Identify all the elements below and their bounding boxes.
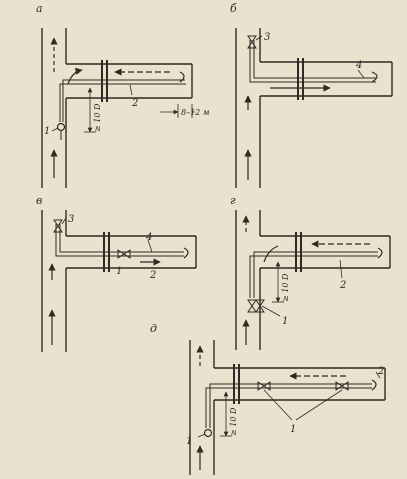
panel-a: [41, 28, 195, 188]
label-tube-2: 2: [339, 280, 346, 291]
label-tube-4: 4: [145, 232, 152, 243]
dimension-vertical: ≥ 10 D: [93, 103, 102, 132]
label-valve-1: 1: [44, 126, 50, 137]
label-tube-4: 4: [355, 60, 362, 71]
label-valves-1: 1: [282, 316, 288, 327]
label-tube-2: 2: [131, 98, 138, 109]
panel-d: [189, 340, 386, 475]
label-tube-2: 2: [377, 366, 384, 377]
label-valve-3: 3: [264, 32, 270, 43]
valve-icon: [56, 122, 66, 132]
valve-icon: [203, 428, 213, 438]
panel-b: [235, 28, 393, 188]
label-valves-1: 1: [290, 424, 296, 435]
dimension-vertical: ≥ 10 D: [281, 273, 290, 302]
label-valve-1: 1: [186, 436, 192, 447]
panel-letter-g: г: [230, 194, 236, 207]
label-tube-2: 2: [149, 270, 156, 281]
dimension-vertical: ≥ 10 D: [229, 407, 238, 436]
panel-letter-a: а: [36, 2, 43, 15]
panel-letter-d: д: [150, 322, 157, 335]
panel-letter-v: в: [36, 194, 42, 207]
panel-v: [41, 210, 197, 352]
panel-g: [235, 210, 391, 350]
panel-letter-b: б: [230, 2, 237, 15]
dimension-horizontal: 8–12 м: [181, 108, 210, 117]
label-valve-1: 1: [116, 266, 122, 277]
label-valve-3: 3: [68, 214, 74, 225]
